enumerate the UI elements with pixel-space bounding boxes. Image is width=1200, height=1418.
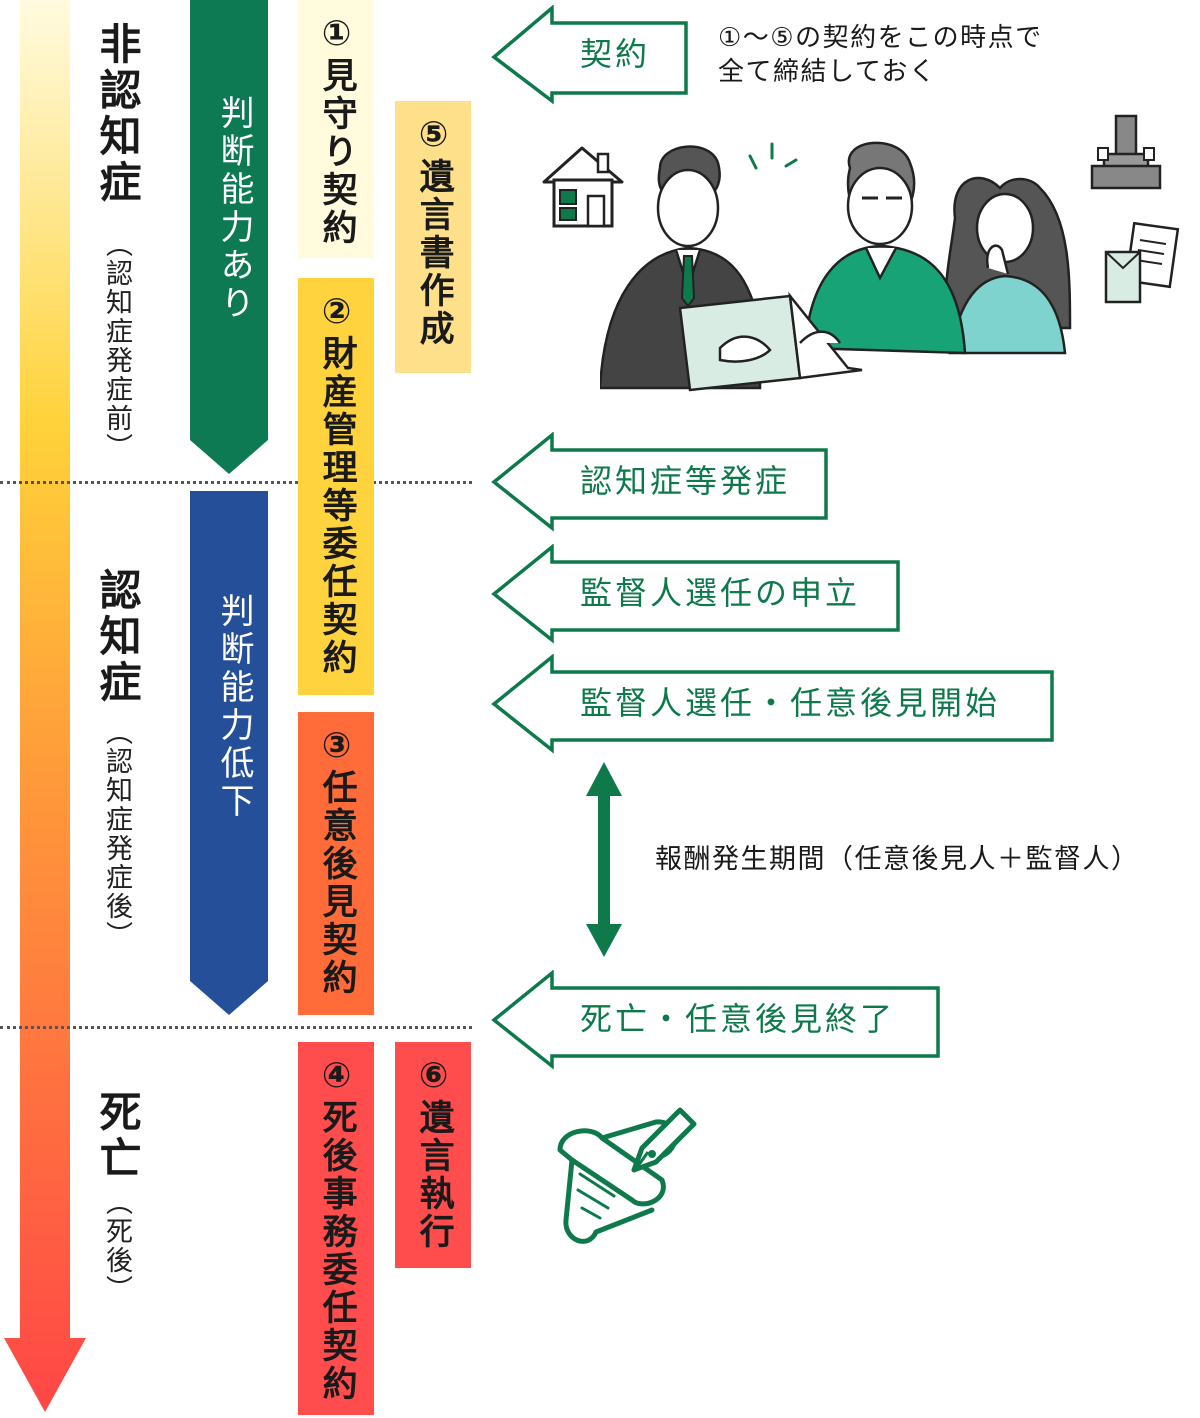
contract-property-label: 財産管理等委任契約 (316, 335, 357, 677)
contract-watch-label: 見守り契約 (316, 57, 357, 247)
contract-note: ①～⑤の契約をこの時点で 全て締結しておく (718, 22, 1043, 90)
event-start-arrow (491, 654, 1054, 754)
contract-execute-label: 遺言執行 (413, 1099, 454, 1251)
contract-property-box: ②財産管理等委任契約 (298, 278, 374, 695)
death-separator (0, 1026, 472, 1029)
contract-execute-box: ⑥遺言執行 (395, 1042, 471, 1268)
event-contract-arrow (491, 5, 688, 105)
contract-will-label: 遺言書作成 (413, 158, 454, 348)
contract-will-box: ⑤遺言書作成 (395, 101, 471, 373)
stage-death-sublabel: （死後） (101, 1188, 132, 1304)
stage-post-label: 認知症 (93, 568, 142, 706)
contract-note-line1: ①～⑤の契約をこの時点で (718, 23, 1043, 53)
contract-after-number: ④ (316, 1056, 357, 1099)
contract-guardian-label: 任意後見契約 (316, 769, 357, 997)
stage-death-label: 死亡 (93, 1090, 142, 1182)
ability-declined-label: 判断能力低下 (214, 593, 254, 821)
contract-guardian-number: ③ (316, 726, 357, 769)
event-petition-label: 監督人選任の申立 (580, 574, 861, 612)
event-end-label: 死亡・任意後見終了 (580, 1000, 896, 1038)
fee-period-label: 報酬発生期間（任意後見人＋監督人） (655, 844, 1140, 875)
contract-after-death-box: ④死後事務委任契約 (298, 1042, 374, 1415)
contract-will-number: ⑤ (413, 115, 454, 158)
contract-note-line2: 全て締結しておく (718, 56, 937, 87)
event-onset-arrow (491, 432, 828, 532)
ability-declined-arrow (190, 491, 268, 1015)
house-icon (542, 146, 624, 228)
event-contract-label: 契約 (580, 35, 651, 73)
stage-pre-label: 非認知症 (93, 22, 142, 206)
contract-watch-box: ①見守り契約 (298, 0, 374, 258)
contract-guardian-box: ③任意後見契約 (298, 712, 374, 1015)
event-onset-label: 認知症等発症 (580, 462, 791, 500)
onset-separator (0, 481, 472, 484)
event-start-label: 監督人選任・任意後見開始 (580, 684, 1001, 722)
stage-pre-sublabel: （認知症発症前） (101, 230, 132, 462)
event-end-arrow (491, 970, 940, 1070)
ability-present-arrow (190, 0, 268, 474)
timeline-arrow (4, 0, 86, 1412)
people-meeting-illustration (600, 141, 1072, 392)
contract-property-number: ② (316, 292, 357, 335)
stage-post-sublabel: （認知症発症後） (101, 718, 132, 950)
documents-icon (1104, 222, 1180, 304)
ability-present-label: 判断能力あり (214, 95, 254, 323)
contract-watch-number: ① (316, 14, 357, 57)
contract-after-label: 死後事務委任契約 (316, 1099, 357, 1403)
fountain-pen-scroll-icon (557, 1107, 697, 1244)
fee-period-double-arrow (586, 762, 622, 957)
event-petition-arrow (491, 544, 900, 644)
grave-icon (1090, 114, 1162, 190)
contract-execute-number: ⑥ (413, 1056, 454, 1099)
